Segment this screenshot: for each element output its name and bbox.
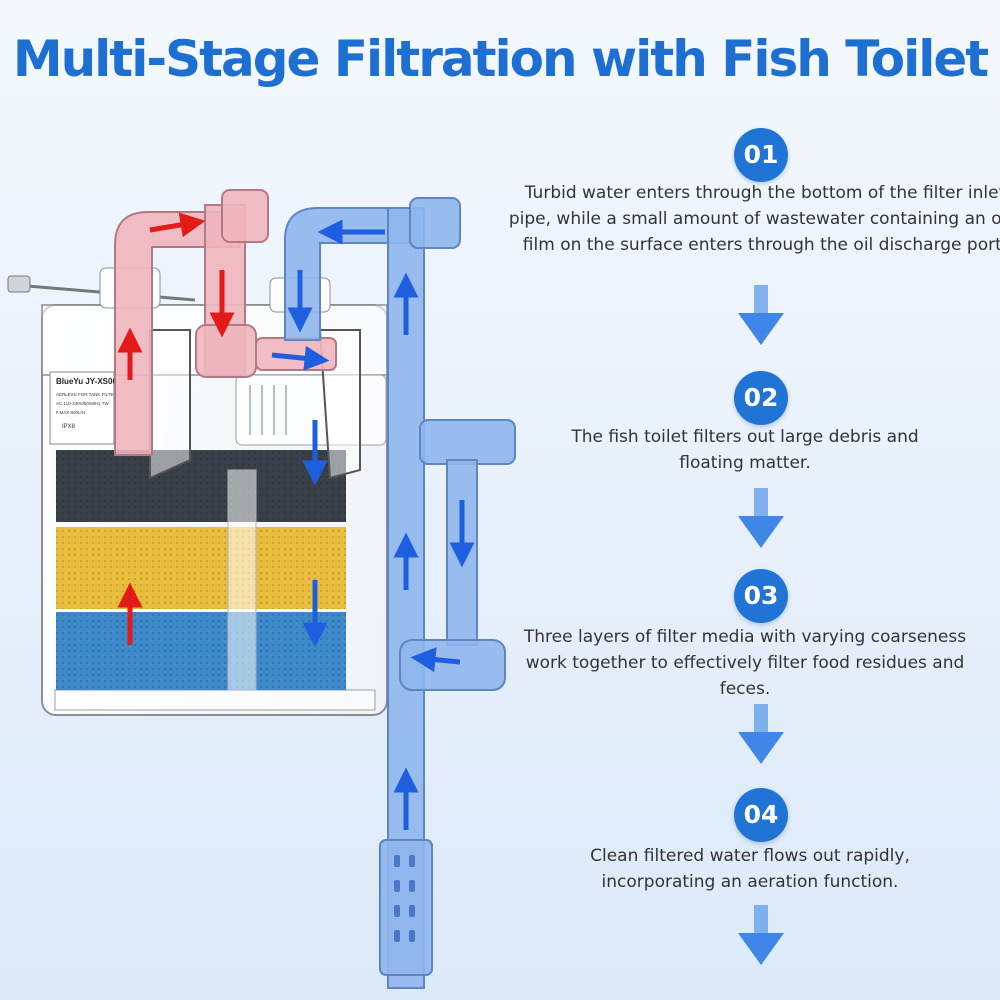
blue-down-arrow-icon — [738, 905, 784, 965]
product-label: BlueYu JY-XS00 AERLESS FOR TANK FILTER A… — [49, 371, 118, 445]
step-1-text: Turbid water enters through the bottom o… — [508, 183, 1000, 255]
blue-down-arrow-icon — [738, 704, 784, 764]
label-brand: BlueYu JY-XS00 — [56, 377, 117, 386]
blue-down-arrow-icon — [738, 488, 784, 548]
step-3-text: Three layers of filter media with varyin… — [523, 627, 967, 699]
step-2-text: The fish toilet filters out large debris… — [571, 427, 919, 473]
page-title: Multi-Stage Filtration with Fish Toilet — [12, 30, 989, 88]
step-4-text: Clean filtered water flows out rapidly, … — [590, 846, 910, 892]
label-spec3: F.MAX 800L/H — [56, 410, 85, 415]
label-spec1: AERLESS FOR TANK FILTER — [56, 392, 118, 397]
intake-strainer — [394, 855, 415, 942]
label-rating: IPX8 — [62, 424, 76, 430]
blue-flow-arrows — [271, 219, 475, 830]
step-1-badge: 01 — [734, 128, 788, 182]
step-2-badge: 02 — [734, 371, 788, 425]
step-3-badge: 03 — [734, 569, 788, 623]
label-spec2: AC 110-240V/50/60Hz 7W — [56, 401, 109, 406]
step-4-badge: 04 — [734, 788, 788, 842]
red-flow-arrows — [117, 212, 235, 645]
fish-toilet-basket — [235, 374, 387, 446]
blue-down-arrow-icon — [738, 285, 784, 345]
